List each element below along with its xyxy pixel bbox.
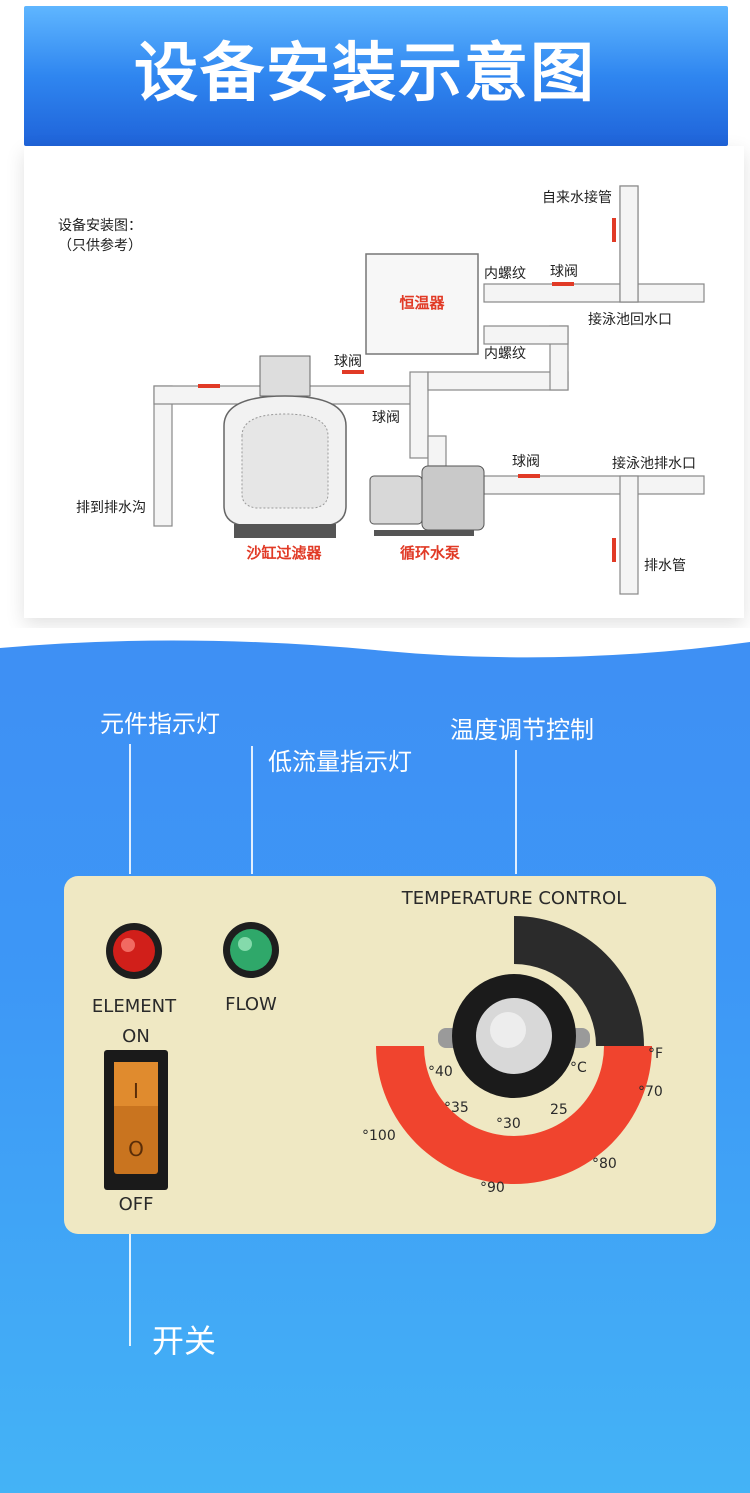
fahrenheit-tick-90: °90 (480, 1180, 505, 1196)
celsius-tick-25: 25 (550, 1102, 568, 1118)
to-drain-label: 排到排水沟 (76, 500, 146, 516)
element-label: ELEMENT (92, 996, 177, 1017)
diagram-caption: 设备安装图： (58, 217, 142, 234)
drain-pipe-label: 排水管 (644, 558, 686, 574)
switch-off-mark: O (128, 1137, 144, 1161)
ball-valve-top-label: 球阀 (550, 264, 578, 280)
heater-box (365, 253, 479, 355)
flow-light-callout: 低流量指示灯 (268, 748, 412, 776)
control-panel-section: 元件指示灯 低流量指示灯 温度调节控制 开关 ELEMENT FLOW ON (0, 628, 750, 1493)
pool-drain-label: 接泳池排水口 (612, 455, 696, 472)
celsius-unit: °C (570, 1060, 587, 1076)
diagram-caption-note: （只供参考） (58, 237, 142, 254)
dial-red-arc (376, 1046, 652, 1184)
ball-valve-pump-label: 球阀 (512, 454, 540, 470)
heater-label: 恒温器 (399, 294, 445, 312)
switch-leader (129, 1234, 131, 1346)
temperature-control-title: TEMPERATURE CONTROL (401, 888, 627, 909)
sand-filter-label: 沙缸过滤器 (246, 544, 322, 562)
ball-valve-filter-label: 球阀 (334, 354, 362, 370)
installation-diagram-graphic: 恒温器 沙缸过滤器 循环水泵 设备安装图： （只供参考） 自来水接管 (58, 185, 705, 595)
temp-control-callout: 温度调节控制 (450, 716, 594, 744)
control-panel: ELEMENT FLOW ON I O OFF TEMPERATURE CONT… (64, 876, 716, 1234)
control-panel-graphic: ELEMENT FLOW ON I O OFF TEMPERATURE CONT… (92, 888, 663, 1215)
pool-return-label: 接泳池回水口 (588, 311, 672, 328)
flow-light-leader (251, 746, 253, 874)
celsius-tick-40: °40 (428, 1064, 453, 1080)
dial-black-arc (514, 916, 644, 1046)
power-switch[interactable]: I O (104, 1050, 168, 1190)
tap-pipe-label: 自来水接管 (542, 189, 612, 206)
switch-on-label: ON (122, 1026, 150, 1047)
inner-thread-top-label: 内螺纹 (484, 266, 526, 282)
celsius-tick-30: °30 (496, 1116, 521, 1132)
flow-label: FLOW (225, 994, 277, 1015)
element-indicator-light (106, 923, 162, 979)
temperature-knob[interactable] (438, 974, 590, 1098)
page-header: 设备安装示意图 (24, 6, 728, 146)
fahrenheit-unit: °F (648, 1046, 663, 1062)
installation-diagram: 恒温器 沙缸过滤器 循环水泵 设备安装图： （只供参考） 自来水接管 (24, 146, 744, 618)
switch-on-mark: I (133, 1079, 139, 1103)
element-light-callout: 元件指示灯 (100, 710, 220, 738)
flow-indicator-light (223, 922, 279, 978)
switch-off-label: OFF (119, 1194, 154, 1215)
circulation-pump (369, 465, 485, 536)
fahrenheit-tick-80: °80 (592, 1156, 617, 1172)
sand-filter (223, 355, 347, 538)
fahrenheit-tick-100: °100 (362, 1128, 396, 1144)
pump-label: 循环水泵 (400, 544, 460, 562)
page-title: 设备安装示意图 (134, 37, 596, 111)
wave-divider (0, 628, 750, 658)
celsius-tick-35: °35 (444, 1100, 469, 1116)
element-light-leader (129, 744, 131, 874)
ball-valve-mid-label: 球阀 (372, 410, 400, 426)
fahrenheit-tick-70: °70 (638, 1084, 663, 1100)
inner-thread-bottom-label: 内螺纹 (484, 346, 526, 362)
switch-callout: 开关 (152, 1322, 217, 1360)
temp-control-leader (515, 750, 517, 874)
